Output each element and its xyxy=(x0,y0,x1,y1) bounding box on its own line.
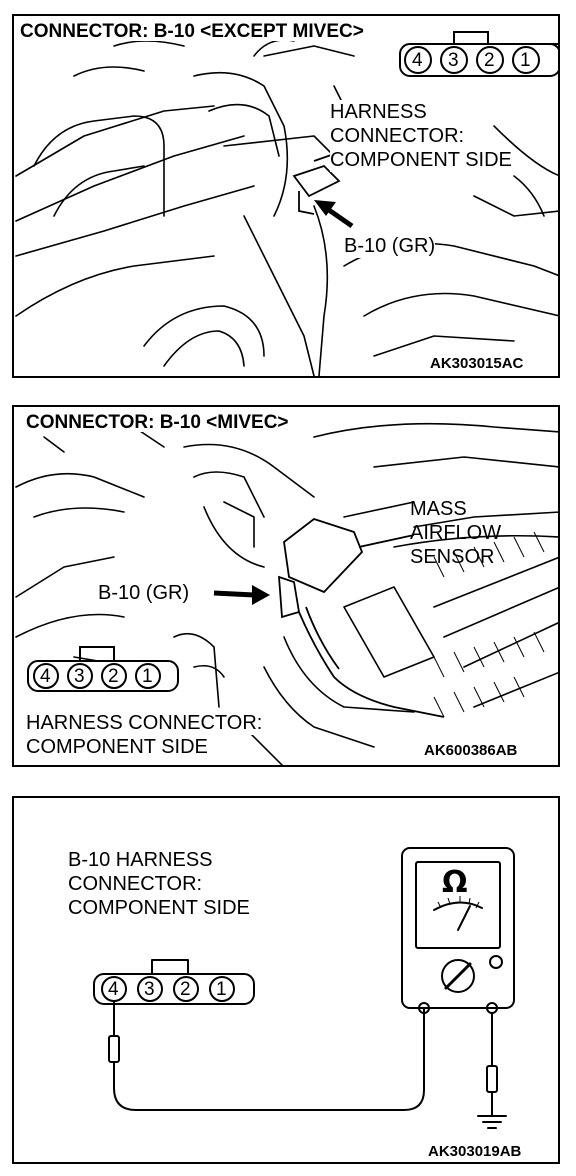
pin-label: 2 xyxy=(108,666,119,687)
pin-label: 4 xyxy=(412,50,423,71)
harness-label-line: COMPONENT SIDE xyxy=(330,148,512,172)
connector-pin-diagram xyxy=(27,646,179,692)
harness-label-line: CONNECTOR: xyxy=(330,124,465,148)
connector-label-line: B-10 HARNESS xyxy=(68,848,213,872)
connector-callout: B-10 (GR) xyxy=(344,234,436,258)
harness-label-line: HARNESS xyxy=(330,100,427,124)
ohm-symbol-icon: Ω xyxy=(442,865,468,900)
figure-code: AK303019AB xyxy=(426,1143,524,1160)
panel-title: CONNECTOR: B-10 <EXCEPT MIVEC> xyxy=(18,21,366,42)
connector-label-line: COMPONENT SIDE xyxy=(68,896,250,920)
connector-label-line: CONNECTOR: xyxy=(68,872,203,896)
mivec-connector-panel: CONNECTOR: B-10 <MIVEC> MASS AIRFLOW SEN… xyxy=(12,405,560,767)
pin-label: 3 xyxy=(74,666,85,687)
sensor-label-line: AIRFLOW xyxy=(410,522,502,544)
harness-label-line: HARNESS CONNECTOR: xyxy=(26,711,263,735)
pin-label: 4 xyxy=(40,666,51,687)
connector-callout: B-10 (GR) xyxy=(98,581,190,605)
pin-label: 1 xyxy=(216,979,227,1000)
figure-code: AK303015AC xyxy=(428,355,526,372)
test-circuit-diagram xyxy=(93,847,515,1129)
pin-label: 4 xyxy=(108,979,119,1000)
sensor-label-line: SENSOR xyxy=(410,546,495,568)
figure-code: AK600386AB xyxy=(422,742,520,759)
pin-label: 2 xyxy=(484,50,495,71)
engine-bay-illustration xyxy=(15,422,558,765)
connector-pin-diagram xyxy=(399,31,558,77)
sensor-label-line: MASS xyxy=(410,498,467,520)
panel-title: CONNECTOR: B-10 <MIVEC> xyxy=(24,412,291,433)
pin-label: 1 xyxy=(520,50,531,71)
pin-label: 2 xyxy=(180,979,191,1000)
harness-label-line: COMPONENT SIDE xyxy=(26,735,208,759)
pin-label: 3 xyxy=(144,979,155,1000)
pin-label: 1 xyxy=(142,666,153,687)
pin-label: 3 xyxy=(448,50,459,71)
resistance-check-panel: B-10 HARNESS CONNECTOR: COMPONENT SIDE xyxy=(12,796,560,1164)
except-mivec-connector-panel: CONNECTOR: B-10 <EXCEPT MIVEC> 4 3 2 1 H… xyxy=(12,14,560,378)
